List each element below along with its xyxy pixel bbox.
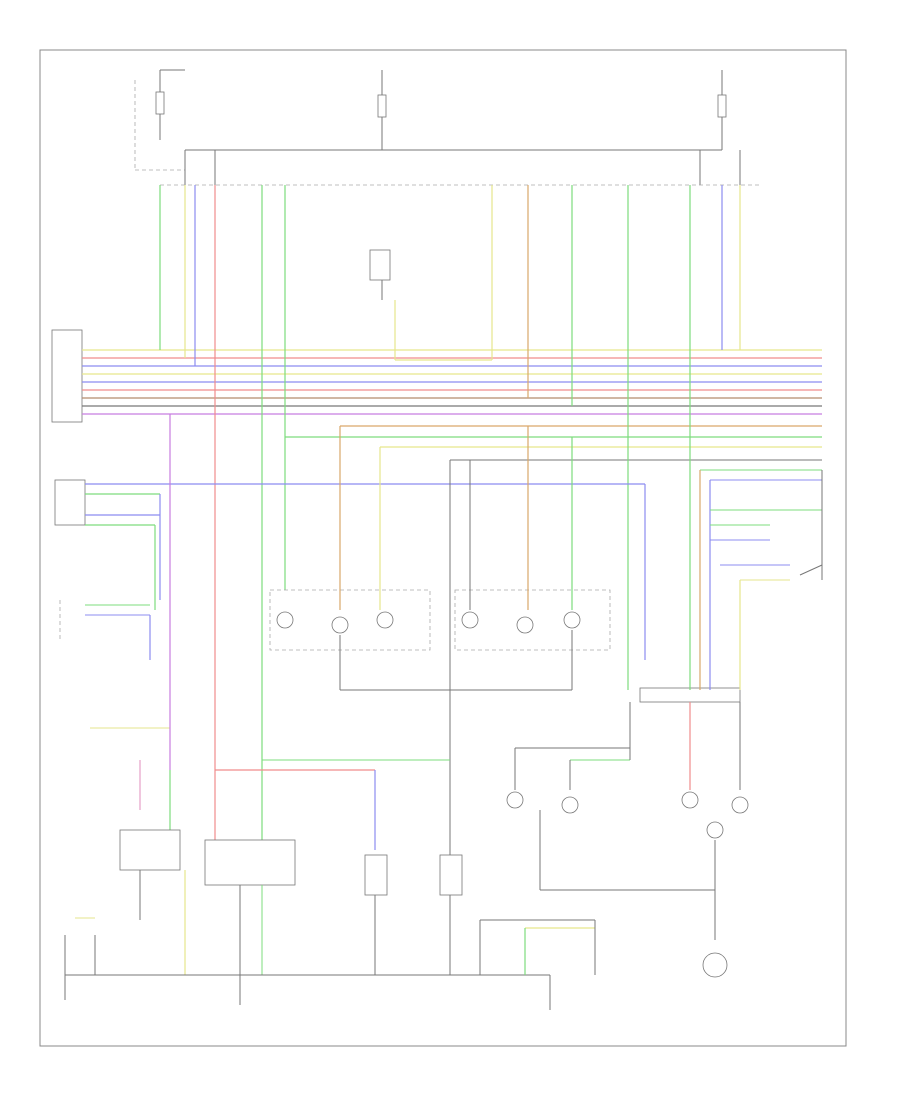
right-rear-lamp-connector xyxy=(439,854,463,896)
hazard-switch xyxy=(54,479,646,660)
rear-lamp-1 xyxy=(506,791,524,809)
rear-connector xyxy=(639,687,741,703)
harness-bundle xyxy=(82,349,822,481)
left-lower-switches xyxy=(59,414,216,975)
ground-point-symbol xyxy=(702,952,728,978)
bottom-section xyxy=(64,759,596,1010)
fuse-center xyxy=(377,94,387,118)
right-front-lamp-3 xyxy=(563,611,581,629)
left-front-lamp-1 xyxy=(276,611,294,629)
right-side-switches xyxy=(710,470,823,581)
fuse-left xyxy=(155,91,165,115)
combination-meter-block xyxy=(204,839,296,886)
right-front-lamp-1 xyxy=(461,611,479,629)
left-front-lamp-2 xyxy=(331,616,349,634)
combination-switch-block xyxy=(51,329,83,423)
fuse-right xyxy=(717,94,727,118)
rear-lamp-5 xyxy=(706,821,724,839)
hazard-relay xyxy=(119,829,181,871)
fuse-symbols xyxy=(155,91,727,118)
rear-lamp-2 xyxy=(561,796,579,814)
rear-lamp-section xyxy=(506,470,749,978)
left-rear-lamp-connector xyxy=(364,854,388,896)
center-relay xyxy=(369,249,492,361)
left-front-lamp-3 xyxy=(376,611,394,629)
rear-lamp-3 xyxy=(681,791,699,809)
rear-lamp-4 xyxy=(731,796,749,814)
right-front-lamp-2 xyxy=(516,616,534,634)
vertical-wires xyxy=(159,185,741,850)
top-fuse-feeds xyxy=(134,69,760,186)
diagram-frame xyxy=(39,49,847,1047)
